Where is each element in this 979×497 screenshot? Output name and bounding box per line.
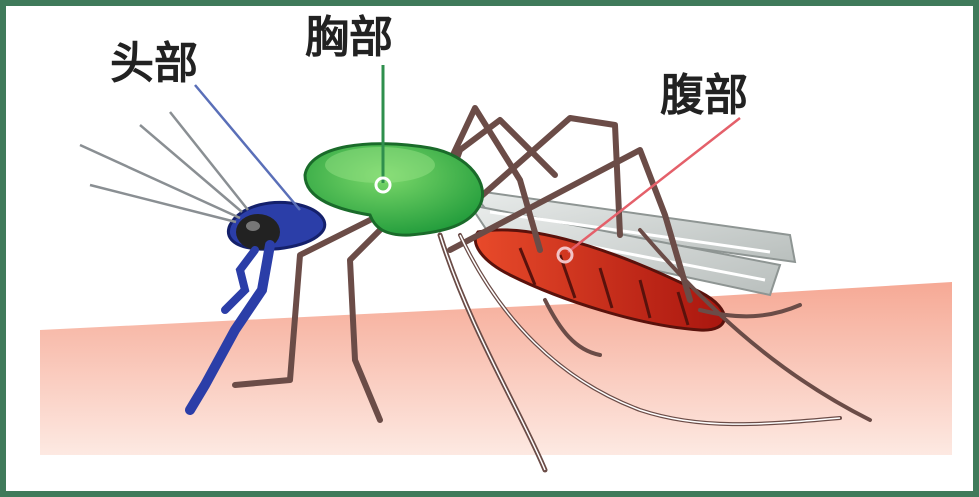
abdomen-label: 腹部 [660,70,748,121]
head-label: 头部 [110,38,198,89]
thorax-label: 胸部 [305,12,393,63]
